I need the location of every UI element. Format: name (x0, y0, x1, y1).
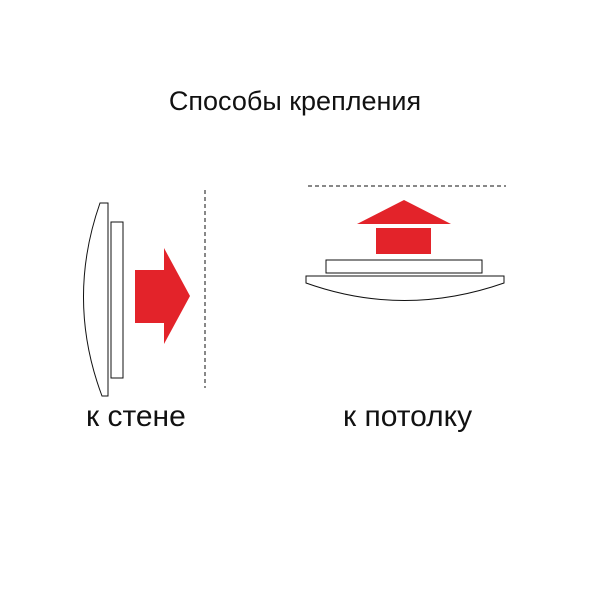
wall-arrow-head (164, 248, 190, 344)
wall-lamp-base (110, 221, 124, 379)
ceiling-mount-caption: к потолку (343, 400, 473, 433)
wall-mount-caption: к стене (86, 400, 186, 433)
wall-mount-illustration (83, 190, 206, 397)
ceiling-arrow-body (376, 228, 431, 254)
ceiling-lamp-diffuser (305, 275, 505, 301)
ceiling-arrow-head (357, 200, 451, 224)
wall-lamp-diffuser (83, 202, 109, 397)
ceiling-mount-illustration (305, 185, 506, 301)
ceiling-lamp-base (325, 259, 483, 274)
diagram-title: Способы крепления (168, 86, 422, 116)
wall-arrow-body (135, 270, 164, 323)
